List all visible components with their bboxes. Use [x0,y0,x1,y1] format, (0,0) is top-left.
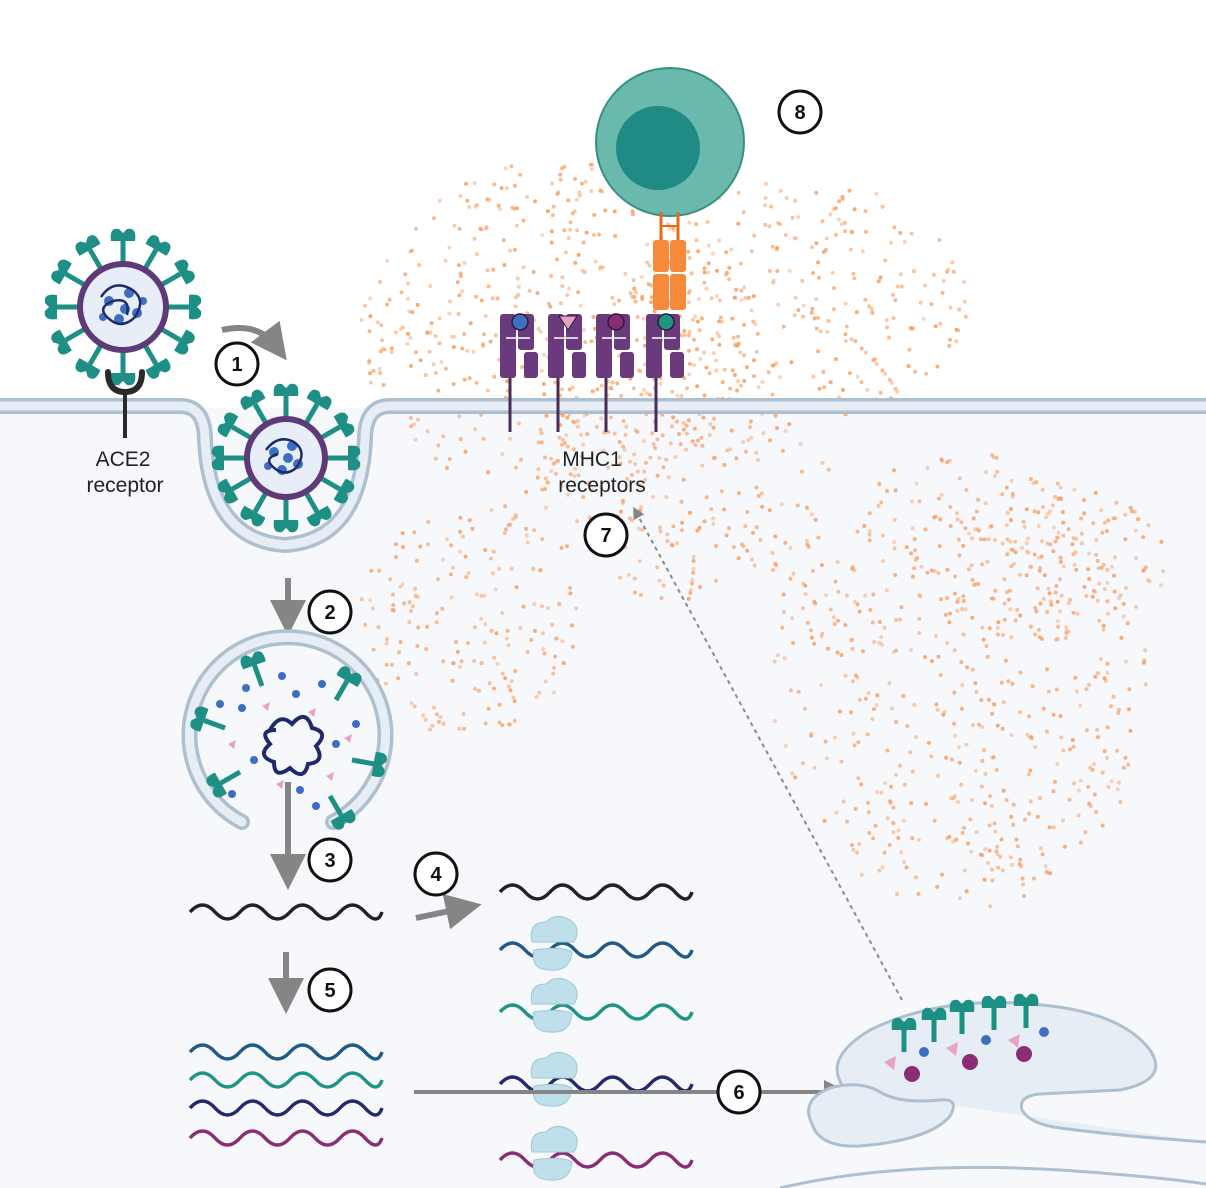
uncoated-viral-contents [189,650,388,832]
step-2-circle [307,589,353,635]
subgenomic-rnas [188,1043,384,1147]
endocytosed-virion [212,384,361,533]
sars-cov-2-virion [45,229,202,386]
step-1-label: 1 [231,354,242,376]
step-8-circle [777,89,823,135]
step-2-label: 2 [324,602,335,624]
mhc1-receptors [500,313,684,432]
ace2-receptor [105,369,145,438]
step-6-label: 6 [733,1082,744,1104]
step-3-label: 3 [324,850,335,872]
step-1-circle [214,341,260,387]
step-4-label: 4 [430,864,442,886]
mhc1-receptor [596,313,634,432]
endoplasmic-reticulum [779,1001,1206,1188]
mhc-label-line1: MHC1 [562,448,622,471]
step-4-circle [413,851,459,897]
ace2-label-line1: ACE2 [96,448,151,471]
step-7-circle [583,512,629,558]
genomic-rna [188,903,384,921]
step-8-label: 8 [794,102,805,124]
step-markers: 1 2 3 4 5 6 7 8 [214,89,823,1115]
step-5-circle [307,967,353,1013]
mhc1-receptor [646,313,684,432]
step-7-label: 7 [600,525,611,547]
mhc-label-line2: receptors [558,474,646,497]
step-5-label: 5 [324,980,335,1002]
assembled-viral-proteins [884,994,1049,1082]
step-3-circle [307,837,353,883]
cell-membrane [0,398,1206,554]
t-cell [595,67,745,217]
translating-mrnas [498,915,694,1181]
entry-arrow [221,320,287,361]
mhc1-receptor [500,313,538,432]
replicated-genome [498,883,694,901]
ace2-label-line2: receptor [86,474,163,497]
mhc1-receptor [548,314,586,432]
replication-arrow [415,894,482,930]
step-6-circle [716,1069,762,1115]
t-cell-receptor [653,212,686,310]
